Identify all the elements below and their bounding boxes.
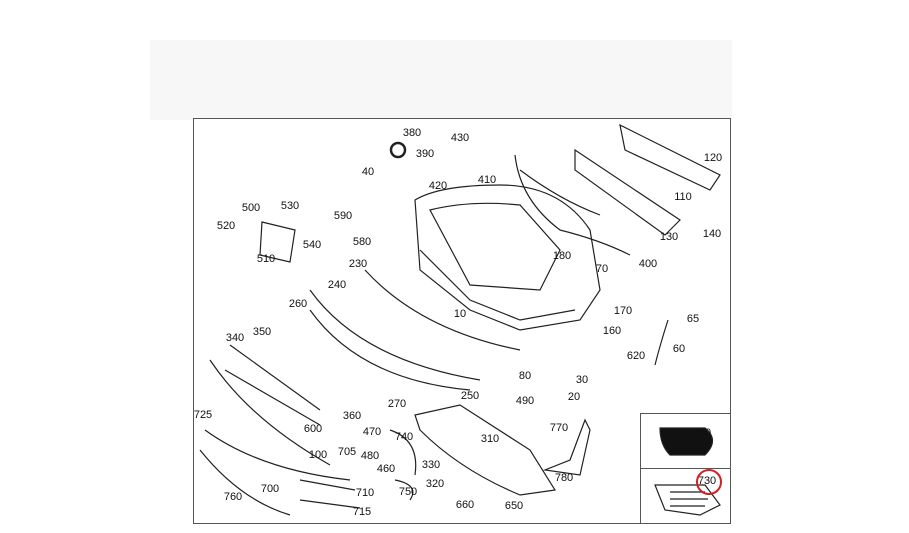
- part-label-580: 580: [352, 236, 372, 248]
- part-label-600: 600: [303, 423, 323, 435]
- part-label-100: 100: [308, 449, 328, 461]
- part-label-750: 750: [398, 486, 418, 498]
- trim-strips-part: [199, 269, 521, 516]
- highlight-circle: [696, 469, 722, 495]
- part-label-30: 30: [575, 374, 589, 386]
- wiring-harness-part: [514, 154, 631, 256]
- part-label-270: 270: [387, 398, 407, 410]
- part-label-360: 360: [342, 410, 362, 422]
- part-label-540: 540: [302, 239, 322, 251]
- part-label-420: 420: [428, 180, 448, 192]
- part-label-140: 140: [702, 228, 722, 240]
- part-label-230: 230: [348, 258, 368, 270]
- grille-insert-720: [659, 427, 714, 456]
- part-label-70: 70: [595, 263, 609, 275]
- part-label-470: 470: [362, 426, 382, 438]
- part-label-130: 130: [659, 231, 679, 243]
- part-label-480: 480: [360, 450, 380, 462]
- part-label-120: 120: [703, 152, 723, 164]
- part-label-340: 340: [225, 332, 245, 344]
- part-label-490: 490: [515, 395, 535, 407]
- part-label-500: 500: [241, 202, 261, 214]
- part-label-510: 510: [256, 253, 276, 265]
- part-label-650: 650: [504, 500, 524, 512]
- part-label-460: 460: [376, 463, 396, 475]
- part-label-20: 20: [567, 391, 581, 403]
- emblem-part: [389, 141, 407, 159]
- part-label-710: 710: [355, 487, 375, 499]
- support-bracket-part: [574, 123, 721, 236]
- part-label-590: 590: [333, 210, 353, 222]
- part-label-530: 530: [280, 200, 300, 212]
- part-label-520: 520: [216, 220, 236, 232]
- background-panel: [150, 40, 732, 120]
- part-label-260: 260: [288, 298, 308, 310]
- part-label-60: 60: [672, 343, 686, 355]
- license-plate-bracket-part: [259, 221, 296, 263]
- part-label-65: 65: [686, 313, 700, 325]
- part-label-770: 770: [549, 422, 569, 434]
- part-label-660: 660: [455, 499, 475, 511]
- part-label-10: 10: [453, 308, 467, 320]
- part-label-390: 390: [415, 148, 435, 160]
- part-label-40: 40: [361, 166, 375, 178]
- part-label-760: 760: [223, 491, 243, 503]
- part-label-110: 110: [674, 191, 692, 203]
- part-label-160: 160: [602, 325, 622, 337]
- air-guide-part: [542, 319, 669, 476]
- part-label-250: 250: [460, 390, 480, 402]
- part-label-240: 240: [327, 279, 347, 291]
- part-label-715: 715: [352, 506, 372, 518]
- part-label-725: 725: [193, 409, 213, 421]
- part-label-620: 620: [626, 350, 646, 362]
- part-label-740: 740: [394, 431, 414, 443]
- bumper-cover-part: [414, 184, 601, 331]
- part-label-700: 700: [260, 483, 280, 495]
- part-label-380: 380: [402, 127, 422, 139]
- part-label-80: 80: [518, 370, 532, 382]
- part-label-170: 170: [613, 305, 633, 317]
- part-label-350: 350: [252, 326, 272, 338]
- part-label-720: 720: [692, 427, 712, 439]
- part-label-705: 705: [337, 446, 357, 458]
- part-label-310: 310: [480, 433, 500, 445]
- part-label-410: 410: [477, 174, 497, 186]
- part-label-430: 430: [450, 132, 470, 144]
- underbody-panel-part: [414, 404, 556, 496]
- part-label-400: 400: [638, 258, 658, 270]
- part-label-330: 330: [421, 459, 441, 471]
- part-label-780: 780: [554, 472, 574, 484]
- part-label-180: 180: [552, 250, 572, 262]
- part-label-320: 320: [425, 478, 445, 490]
